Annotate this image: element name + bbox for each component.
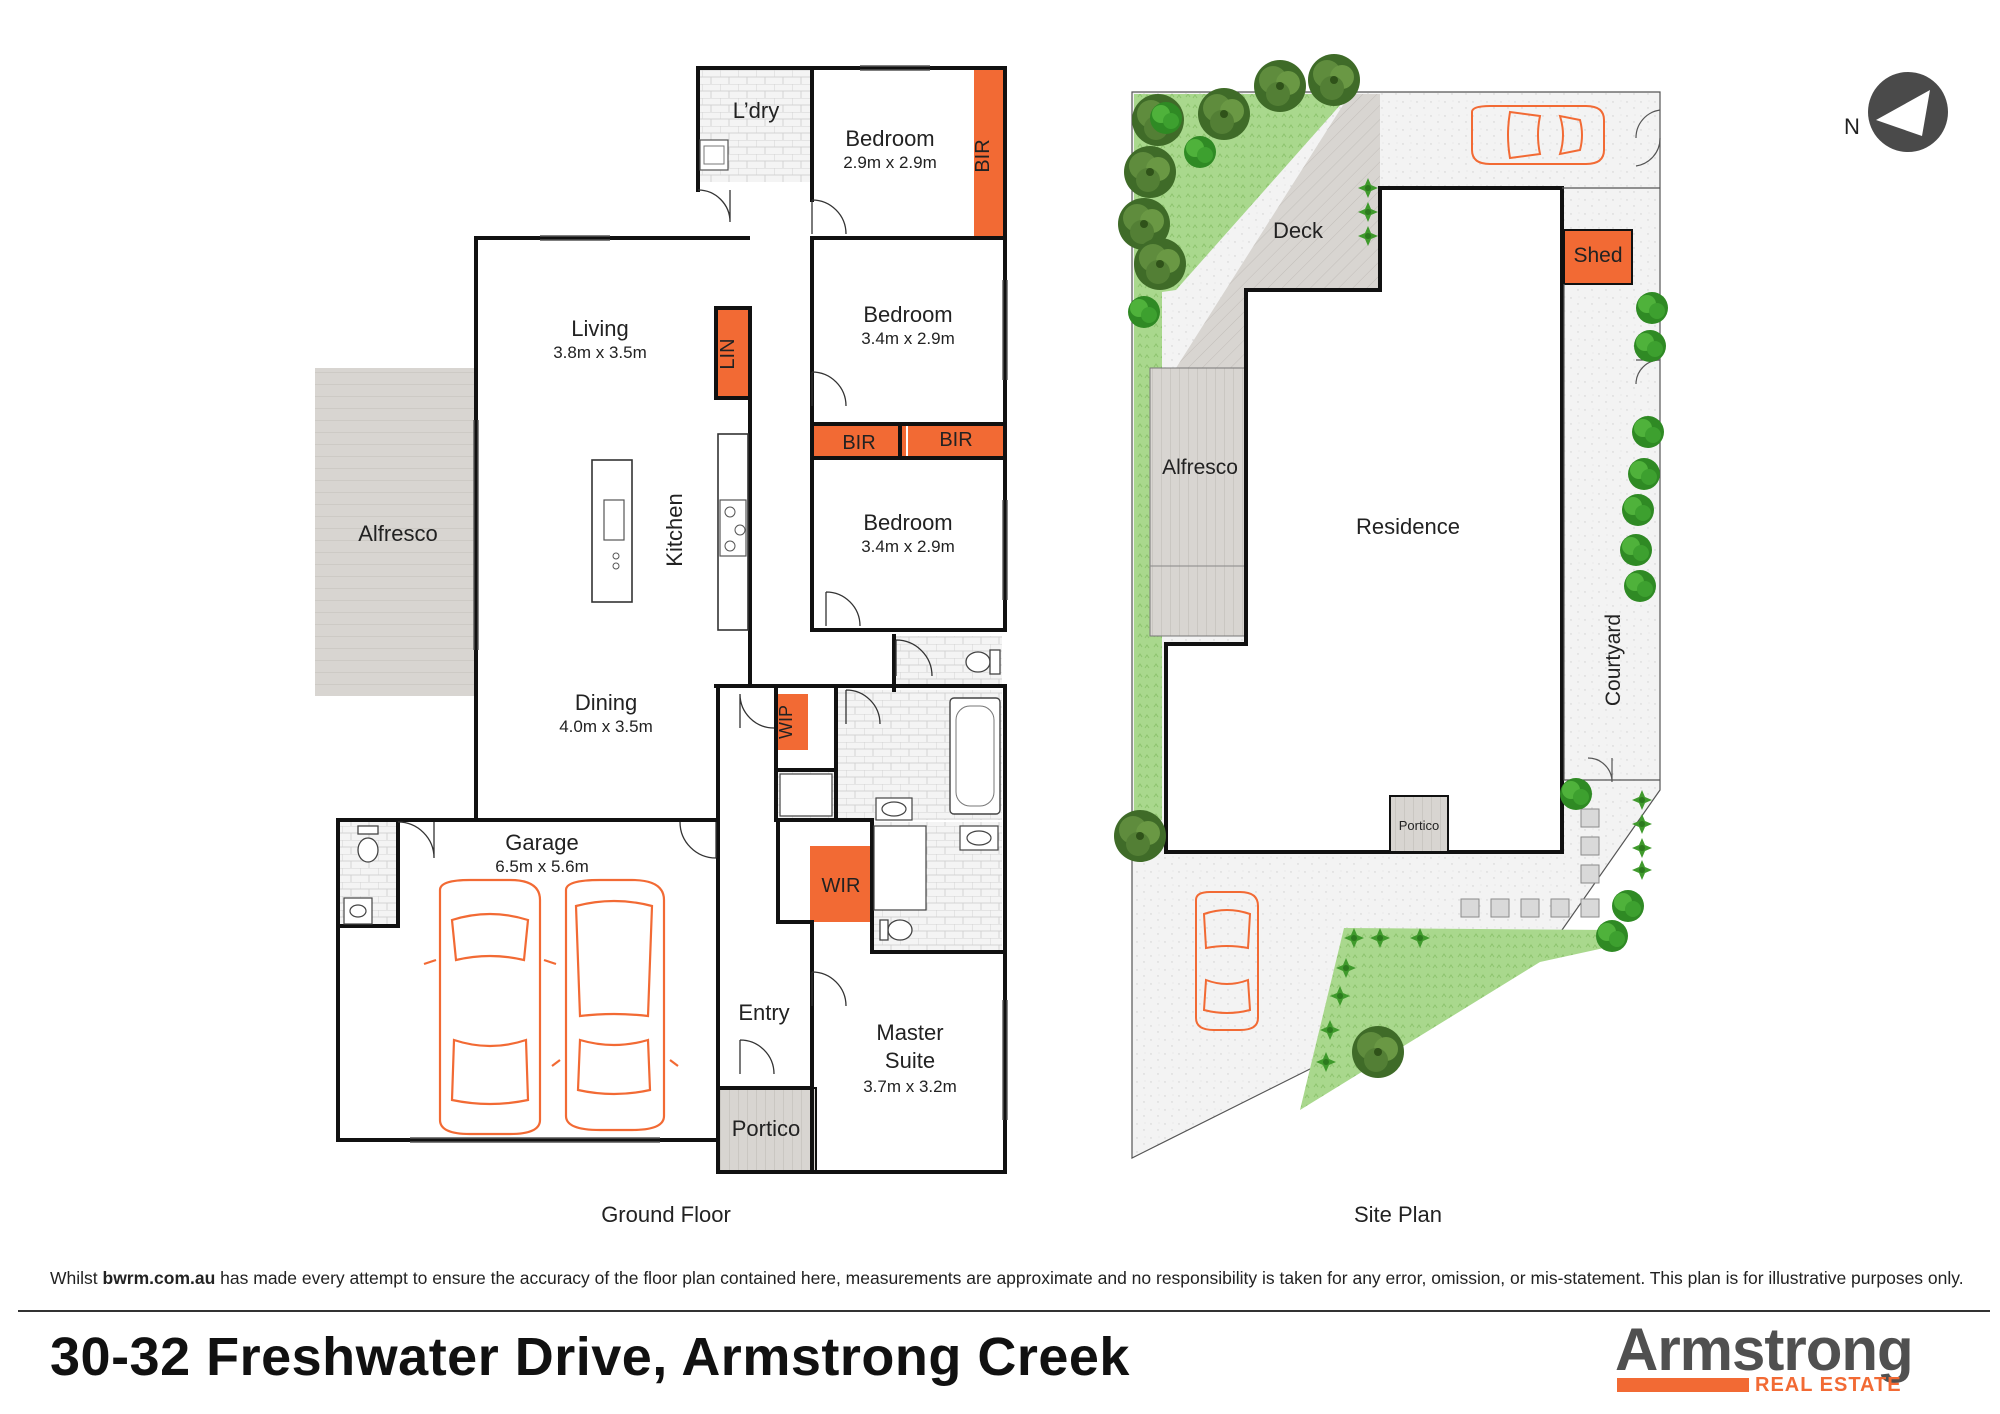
site-portico-deck	[1389, 795, 1449, 853]
property-address: 30-32 Freshwater Drive, Armstrong Creek	[50, 1327, 1130, 1387]
room-bed2-label: Bedroom	[845, 126, 934, 151]
room-kitchen-label: Kitchen	[662, 493, 687, 566]
kitchen-bench	[717, 433, 749, 631]
disclaimer-pre: Whilst	[50, 1268, 103, 1288]
logo-wordmark: Armstrong	[1615, 1316, 1914, 1383]
kitchen-island	[591, 459, 633, 603]
residence-outline	[1164, 186, 1564, 854]
logo-subtitle: REAL ESTATE	[1755, 1374, 1902, 1396]
room-garage-size: 6.5m x 5.6m	[495, 857, 589, 876]
alfresco-deck	[315, 368, 475, 696]
bir-a-block	[812, 424, 906, 458]
room-master-size: 3.7m x 3.2m	[863, 1077, 957, 1096]
bir-a-label: BIR	[842, 432, 875, 454]
ground-floor-title: Ground Floor	[601, 1202, 731, 1227]
site-alfresco-label: Alfresco	[1162, 456, 1238, 479]
room-alfresco-label: Alfresco	[358, 521, 437, 546]
site-plan-title: Site Plan	[1354, 1202, 1442, 1227]
room-bed2-size: 2.9m x 2.9m	[843, 153, 937, 172]
site-portico-label: Portico	[1399, 818, 1439, 833]
site-alfresco-deck	[1149, 367, 1247, 637]
room-bed3-size: 3.4m x 2.9m	[861, 329, 955, 348]
room-laundry-label: L’dry	[733, 98, 779, 123]
disclaimer: Whilst bwrm.com.au has made every attemp…	[50, 1268, 1964, 1289]
floor-plan-diagram: L’dry Bedroom 2.9m x 2.9m Bedroom 3.4m x…	[315, 54, 1948, 1227]
logo-orange-bar	[1617, 1378, 1749, 1392]
room-master-line2: Suite	[885, 1048, 935, 1073]
wip-label: WIP	[776, 705, 796, 739]
wip-block	[776, 694, 808, 750]
armstrong-logo: Armstrong REAL ESTATE	[1615, 1318, 1935, 1398]
room-dining-size: 4.0m x 3.5m	[559, 717, 653, 736]
room-dining-label: Dining	[575, 690, 637, 715]
north-arrow-icon	[1868, 72, 1948, 152]
footer-divider	[18, 1310, 1990, 1312]
site-deck-label: Deck	[1273, 218, 1324, 243]
room-master-line1: Master	[876, 1020, 943, 1045]
site-shed-block	[1563, 229, 1633, 285]
disclaimer-website: bwrm.com.au	[102, 1268, 216, 1288]
room-living-size: 3.8m x 3.5m	[553, 343, 647, 362]
room-living-label: Living	[571, 316, 628, 341]
site-courtyard-label: Courtyard	[1602, 614, 1625, 706]
wir-label: WIR	[822, 875, 861, 897]
site-shed-label: Shed	[1573, 244, 1622, 267]
bath	[949, 697, 1001, 815]
site-deck	[1176, 94, 1380, 368]
site-residence-label: Residence	[1356, 514, 1460, 539]
portico-deck	[717, 1087, 817, 1173]
bir-top-block	[974, 70, 1004, 238]
room-entry-label: Entry	[738, 1000, 789, 1025]
room-portico-label: Portico	[732, 1116, 800, 1141]
site-plan	[1114, 54, 1948, 1159]
disclaimer-post: has made every attempt to ensure the acc…	[215, 1268, 1964, 1288]
room-bed4-size: 3.4m x 2.9m	[861, 537, 955, 556]
bir-b-block	[908, 424, 1004, 458]
lin-block	[718, 308, 750, 398]
room-bed4-label: Bedroom	[863, 510, 952, 535]
bir-top-label: BIR	[972, 139, 994, 172]
room-garage-label: Garage	[505, 830, 578, 855]
lin-label: LIN	[717, 338, 739, 369]
wir-block	[810, 846, 872, 922]
bir-b-label: BIR	[939, 429, 972, 451]
room-bed3-label: Bedroom	[863, 302, 952, 327]
north-label: N	[1844, 114, 1860, 139]
ground-floor-plan	[315, 65, 1008, 1174]
lawn-front	[1300, 928, 1610, 1110]
